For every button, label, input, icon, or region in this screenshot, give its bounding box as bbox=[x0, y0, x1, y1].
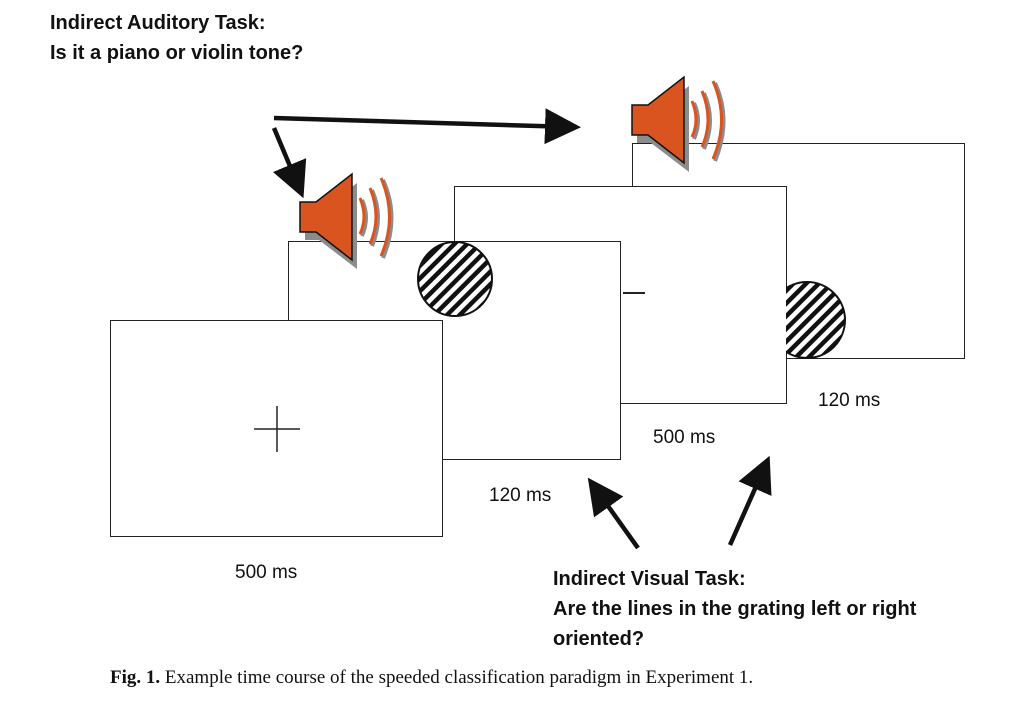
visual-task-title: Indirect Visual Task: bbox=[553, 568, 746, 590]
arrow-icon bbox=[587, 477, 640, 550]
duration-label-frame-4: 120 ms bbox=[818, 390, 881, 411]
figure-caption-text: Example time course of the speeded class… bbox=[164, 667, 754, 688]
grating-icon bbox=[417, 241, 493, 317]
arrow-icon bbox=[273, 108, 581, 145]
arrow-icon bbox=[271, 127, 307, 199]
duration-label-frame-3: 500 ms bbox=[653, 427, 716, 448]
auditory-task-question: Is it a piano or violin tone? bbox=[50, 42, 304, 64]
speaker-icon bbox=[631, 75, 726, 172]
frame-3-mark bbox=[623, 292, 645, 294]
visual-task-question-line2: oriented? bbox=[553, 628, 645, 650]
arrow-icon bbox=[727, 455, 772, 546]
frame-1 bbox=[110, 320, 443, 537]
visual-task-heading: Indirect Visual Task: Are the lines in t… bbox=[553, 564, 916, 654]
auditory-task-heading: Indirect Auditory Task: Is it a piano or… bbox=[50, 8, 303, 68]
auditory-task-title: Indirect Auditory Task: bbox=[50, 12, 266, 34]
duration-label-frame-1: 500 ms bbox=[235, 562, 298, 583]
speaker-icon bbox=[299, 172, 394, 269]
visual-task-question-line1: Are the lines in the grating left or rig… bbox=[553, 598, 917, 620]
fixation-cross-icon bbox=[254, 406, 300, 452]
grating-icon bbox=[786, 281, 846, 359]
figure-caption-label: Fig. 1. bbox=[110, 667, 161, 688]
duration-label-frame-2: 120 ms bbox=[489, 485, 552, 506]
figure-caption: Fig. 1. Example time course of the speed… bbox=[110, 667, 753, 689]
